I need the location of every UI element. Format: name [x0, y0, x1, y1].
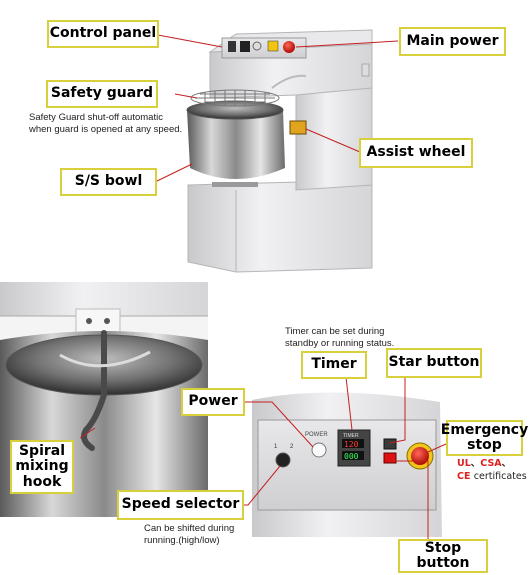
- spiral-line3: hook: [22, 473, 62, 490]
- assist-wheel-callout: Assist wheel: [359, 138, 473, 168]
- timer-note-line2: standby or running status.: [285, 337, 395, 349]
- timer-note: Timer can be set during standby or runni…: [285, 326, 394, 350]
- spiral-hook-callout: Spiral mixing hook: [10, 440, 74, 494]
- speed-note-line1: Can be shifted during: [144, 523, 235, 534]
- speed-knob-graphic: [275, 452, 291, 468]
- star-button-callout: Star button: [386, 348, 482, 378]
- control-panel-callout: Control panel: [47, 20, 159, 48]
- speed-selector-callout: Speed selector: [117, 490, 244, 520]
- safety-note-line2: when guard is opened at any speed.: [29, 123, 183, 135]
- safety-note-line1: Safety Guard shut-off automatic: [29, 112, 163, 123]
- stop-button-callout: Stop button: [398, 539, 488, 573]
- timer-note-line1: Timer can be set during: [285, 326, 385, 337]
- leader-line-hook: [79, 427, 96, 439]
- cert-sep1: 、: [470, 458, 481, 469]
- cert-sep2: 、: [501, 458, 512, 469]
- main-power-callout: Main power: [399, 27, 506, 56]
- leader-lines-top: [154, 34, 399, 183]
- timer-bottom-display: 000: [344, 452, 359, 461]
- emergency-line1: Emergency: [440, 421, 529, 438]
- speed-one-mark: 1: [274, 444, 278, 450]
- cert-tail: certificates: [473, 470, 527, 482]
- emergency-stop-graphic: [411, 447, 429, 465]
- spiral-line1: Spiral: [18, 442, 66, 459]
- assist-wheel-graphic: [289, 120, 307, 135]
- start-button-graphic: [383, 438, 397, 450]
- emergency-stop-callout: Emergency stop: [441, 420, 528, 456]
- stop-line1: Stop: [424, 539, 462, 556]
- safety-guard-graphic: [190, 89, 280, 107]
- spiral-line2: mixing: [15, 458, 69, 475]
- safety-guard-callout: Safety guard: [46, 80, 158, 108]
- cert-ul: UL: [457, 458, 471, 469]
- spiral-hook-graphic: [81, 330, 107, 451]
- ss-bowl-graphic: [187, 110, 285, 179]
- cert-csa: CSA: [480, 458, 502, 469]
- power-light-graphic: [311, 442, 327, 458]
- mixer-machine: [186, 29, 373, 273]
- speed-note-line2: running.(high/low): [144, 534, 220, 546]
- timer-top-display: 120: [344, 440, 359, 449]
- panel-power-label: POWER: [305, 432, 328, 438]
- emergency-line2: stop: [467, 437, 502, 453]
- power-callout: Power: [181, 388, 245, 416]
- certificates-note: UL、CSA、 CE certificates: [457, 458, 527, 484]
- main-power-switch-graphic: [283, 41, 295, 53]
- panel-timer-label: TIMER: [343, 433, 359, 439]
- speed-selector-note: Can be shifted during running.(high/low): [144, 523, 234, 547]
- ss-bowl-callout: S/S bowl: [60, 168, 157, 196]
- stop-line2: button: [416, 555, 470, 571]
- speed-two-mark: 2: [290, 444, 294, 450]
- timer-callout: Timer: [301, 351, 367, 379]
- cert-ce: CE: [457, 470, 471, 482]
- stop-button-graphic: [383, 452, 397, 464]
- panel-closeup-photo: POWER TIMER 120 000 1 2: [252, 392, 442, 537]
- safety-guard-note: Safety Guard shut-off automatic when gua…: [29, 112, 182, 136]
